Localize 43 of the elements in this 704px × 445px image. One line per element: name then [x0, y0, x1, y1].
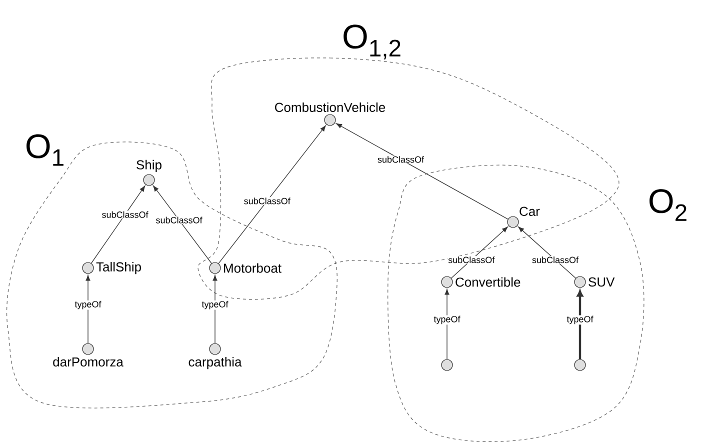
arrow [576, 290, 584, 360]
node-label: darPomorza [53, 357, 124, 367]
class-node: TallShip [82, 262, 141, 274]
edge-label: typeOf [201, 300, 229, 310]
node-label: SUV [588, 277, 615, 287]
arrow [153, 186, 212, 264]
arrow [450, 226, 508, 278]
class-node: Motorboat [209, 262, 282, 274]
node-label: Ship [136, 160, 162, 172]
arrow [336, 123, 508, 220]
class-node: Ship [136, 160, 162, 186]
arrow [444, 288, 450, 360]
class-node: darPomorza [53, 343, 124, 367]
edge-label: subClassOf [377, 156, 425, 164]
instance-node [441, 359, 453, 371]
node-label: Convertible [456, 277, 520, 287]
class-node: Convertible [441, 276, 520, 288]
edge-label: subClassOf [155, 216, 203, 224]
node-label: CombustionVehicle [275, 102, 386, 112]
edge-label: typeOf [74, 300, 102, 310]
edge-label: subClassOf [448, 256, 496, 264]
edge-label: subClassOf [101, 210, 149, 218]
node-label: carpathia [188, 357, 242, 370]
ontology-label: O$_{1}$ [26, 134, 64, 166]
node-label: Motorboat [224, 263, 282, 273]
arrow [212, 274, 218, 344]
instance-node [574, 359, 586, 371]
class-node: SUV [574, 276, 615, 288]
arrow [86, 274, 90, 344]
ontology-label: O$_{1,2}$ [344, 24, 400, 60]
arrow [218, 125, 326, 264]
edge-label: typeOf [566, 315, 594, 325]
edge-label: subClassOf [532, 256, 580, 264]
edge-label: typeOf [433, 315, 461, 325]
edge-label: subClassOf [243, 197, 291, 205]
class-node: CombustionVehicle [275, 102, 386, 126]
node-label: Car [520, 206, 540, 216]
ontology-label: O$_{2}$ [650, 189, 686, 221]
arrow [90, 186, 146, 264]
node-label: TallShip [96, 262, 141, 274]
class-node: carpathia [188, 343, 242, 370]
class-node: Car [507, 206, 540, 228]
arrow [518, 226, 576, 278]
